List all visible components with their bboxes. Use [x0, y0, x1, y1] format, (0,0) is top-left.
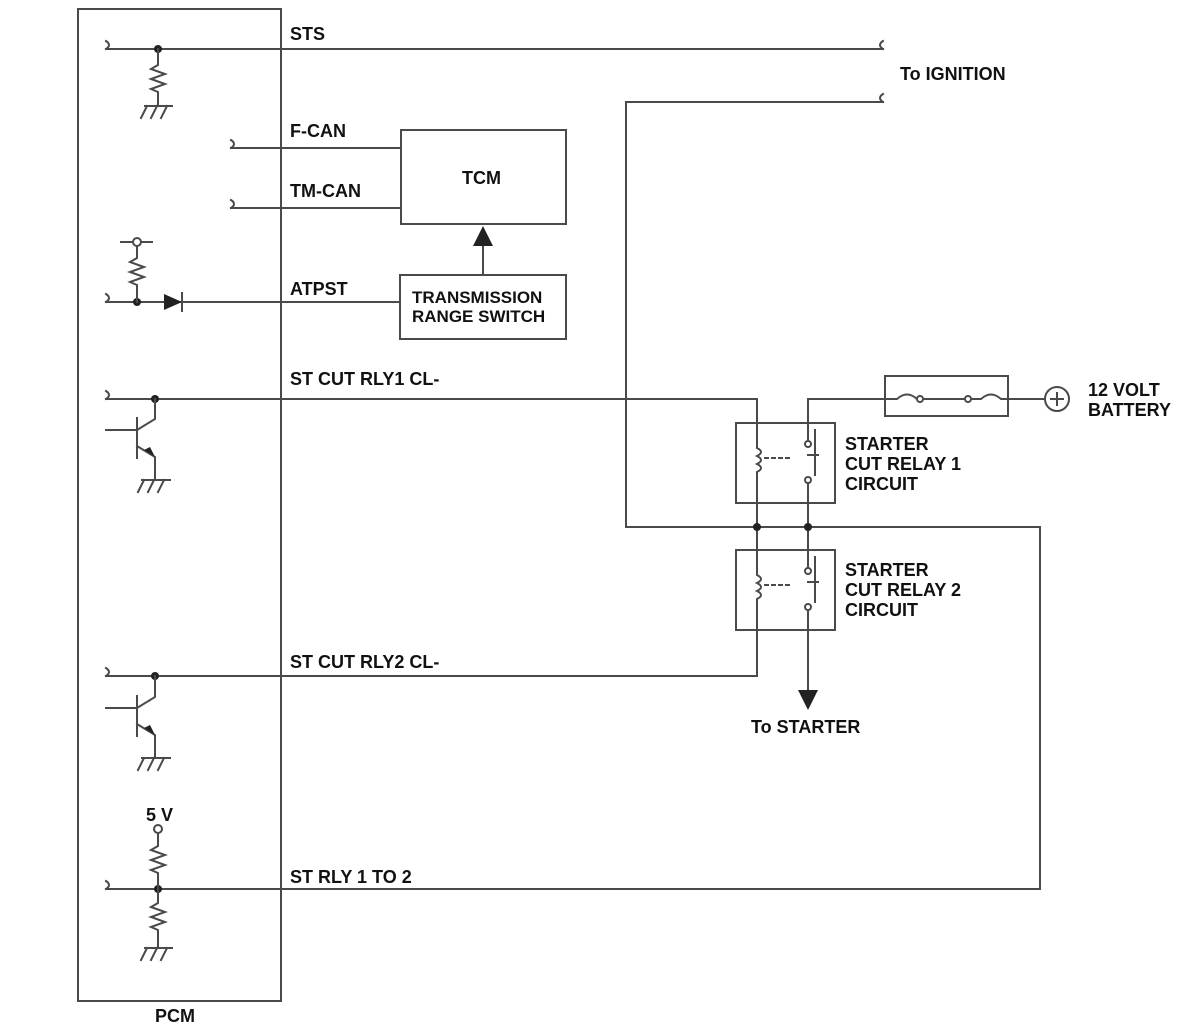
ignition-feed: [157, 92, 1041, 890]
atpst-label: ATPST: [290, 279, 348, 299]
junction-dot-1: [753, 523, 761, 531]
st-rly-1-to-2-circuit: 5 V ST RLY 1 TO 2: [104, 805, 412, 962]
can-bus: F-CAN TM-CAN: [229, 121, 402, 210]
st-cut-rly1-circuit: ST CUT RLY1 CL-: [104, 369, 758, 494]
battery-label-line2: BATTERY: [1088, 400, 1171, 420]
relay1-label-line2: CUT RELAY 1: [845, 454, 961, 474]
atpst-circuit: ATPST: [104, 237, 401, 312]
battery-label-line1: 12 VOLT: [1088, 380, 1160, 400]
st-cut-rly2-label: ST CUT RLY2 CL-: [290, 652, 439, 672]
trs-label-line1: TRANSMISSION: [412, 288, 542, 307]
battery-fuse: 12 VOLT BATTERY: [807, 375, 1171, 451]
pcm-label: PCM: [155, 1006, 195, 1026]
relay1-label-line1: STARTER: [845, 434, 929, 454]
tcm-box: [400, 129, 567, 225]
relay2-label-line1: STARTER: [845, 560, 929, 580]
trs-label-line2: RANGE SWITCH: [412, 307, 545, 326]
relay1-label-line3: CIRCUIT: [845, 474, 918, 494]
pcm-box: [77, 8, 282, 1002]
sts-label: STS: [290, 24, 325, 44]
starter-cut-relay-1: STARTER CUT RELAY 1 CIRCUIT: [735, 422, 961, 504]
st-cut-rly2-circuit: ST CUT RLY2 CL-: [104, 629, 758, 772]
to-ignition-label: To IGNITION: [900, 64, 1006, 84]
relay2-label-line2: CUT RELAY 2: [845, 580, 961, 600]
tcm-label: TCM: [462, 168, 501, 188]
starter-cut-relay-2: STARTER CUT RELAY 2 CIRCUIT: [735, 549, 961, 631]
sts-circuit: STS To IGNITION: [104, 24, 1006, 120]
tm-can-label: TM-CAN: [290, 181, 361, 201]
junction-dot-2: [804, 523, 812, 531]
st-cut-rly1-label: ST CUT RLY1 CL-: [290, 369, 439, 389]
f-can-label: F-CAN: [290, 121, 346, 141]
st-rly-1-to-2-label: ST RLY 1 TO 2: [290, 867, 412, 887]
relay2-label-line3: CIRCUIT: [845, 600, 918, 620]
five-v-label: 5 V: [146, 805, 173, 825]
to-starter-label: To STARTER: [751, 717, 860, 737]
